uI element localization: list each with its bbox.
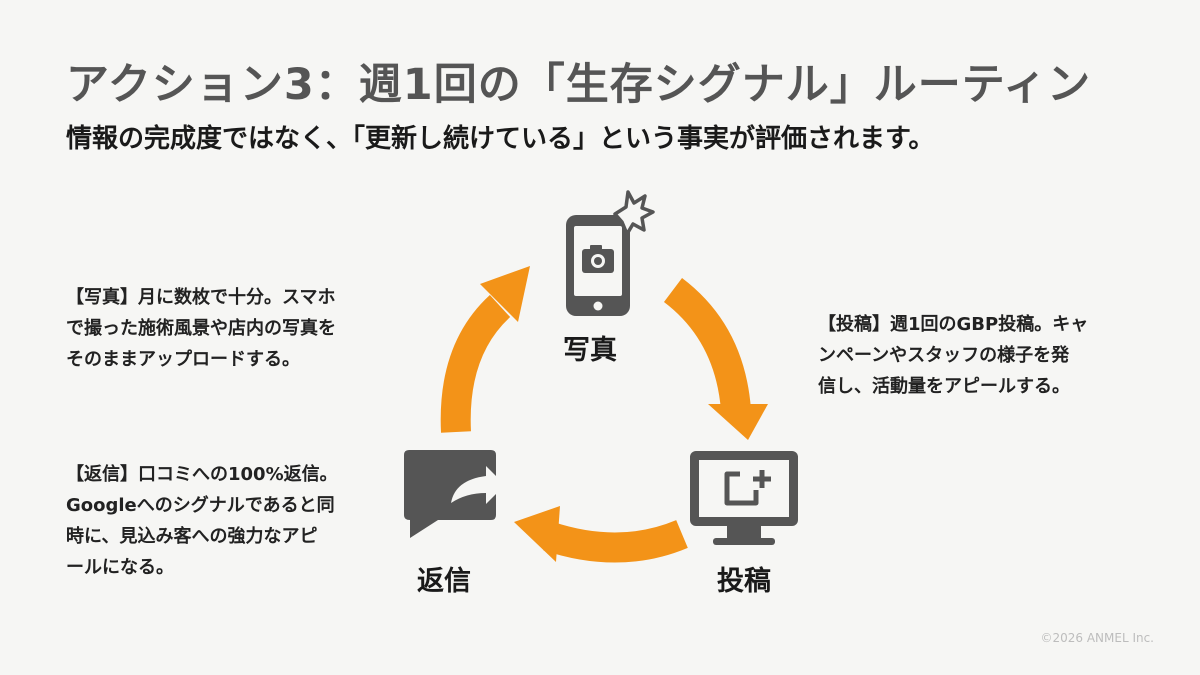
monitor-add-post-icon	[690, 451, 798, 545]
photo-description: 【写真】月に数枚で十分。スマホ で撮った施術風景や店内の写真を そのままアップロ…	[66, 287, 336, 370]
arrow-reply-to-photo	[440, 266, 530, 433]
post-description: 【投稿】週1回のGBP投稿。キャ ンペーンやスタッフの様子を発 信し、活動量をア…	[818, 314, 1089, 397]
page-title: アクション3：週1回の「生存シグナル」ルーティン	[66, 60, 1092, 110]
node-label-reply: 返信	[417, 566, 471, 597]
reply-description: 【返信】口コミへの100%返信。 Googleへのシグナルであると同 時に、見込…	[66, 464, 338, 578]
copyright-notice: ©2026 ANMEL Inc.	[1040, 631, 1154, 645]
speech-bubble-reply-icon	[404, 450, 505, 538]
node-label-photo: 写真	[563, 335, 617, 366]
smartphone-camera-icon	[566, 190, 655, 316]
page-subtitle: 情報の完成度ではなく、「更新し続けている」という事実が評価されます。	[66, 124, 935, 154]
node-label-post: 投稿	[717, 566, 771, 597]
arrow-photo-to-post	[663, 278, 768, 440]
arrow-post-to-reply	[514, 506, 688, 563]
